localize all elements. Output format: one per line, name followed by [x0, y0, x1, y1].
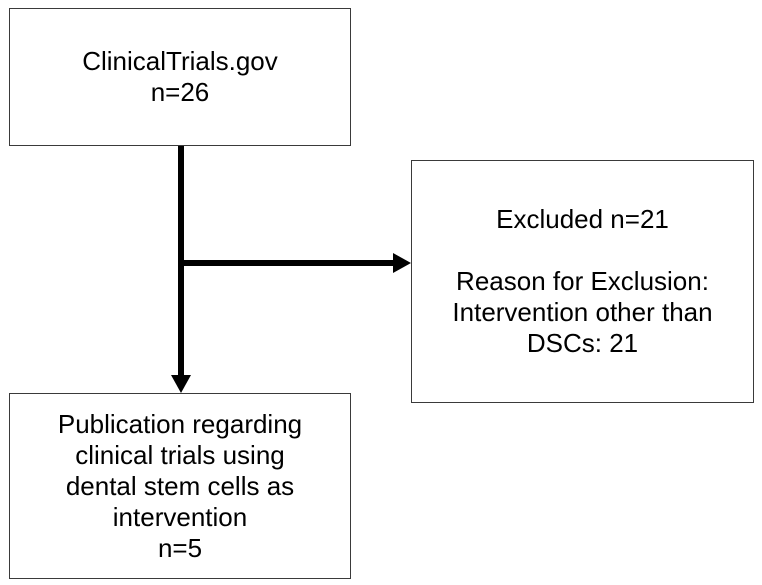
vertical-arrow-head	[171, 375, 191, 393]
included-line-1: Publication regarding	[57, 408, 303, 439]
excluded-count: Excluded n=21	[496, 204, 669, 234]
source-box: ClinicalTrials.gov n=26	[9, 8, 351, 146]
exclusion-reason-line-2: DSCs: 21	[526, 328, 639, 358]
excluded-box: Excluded n=21 Reason for Exclusion: Inte…	[411, 160, 754, 403]
included-count: n=5	[157, 532, 203, 563]
source-name: ClinicalTrials.gov	[82, 46, 278, 76]
included-line-4: intervention	[112, 501, 248, 532]
included-box: Publication regarding clinical trials us…	[9, 393, 351, 579]
included-line-2: clinical trials using	[75, 439, 285, 470]
source-count: n=26	[150, 77, 210, 107]
included-line-3: dental stem cells as	[65, 470, 295, 501]
exclusion-reason-heading: Reason for Exclusion:	[456, 266, 709, 296]
exclusion-reason-line-1: Intervention other than	[452, 297, 713, 327]
horizontal-arrow-head	[393, 253, 411, 273]
